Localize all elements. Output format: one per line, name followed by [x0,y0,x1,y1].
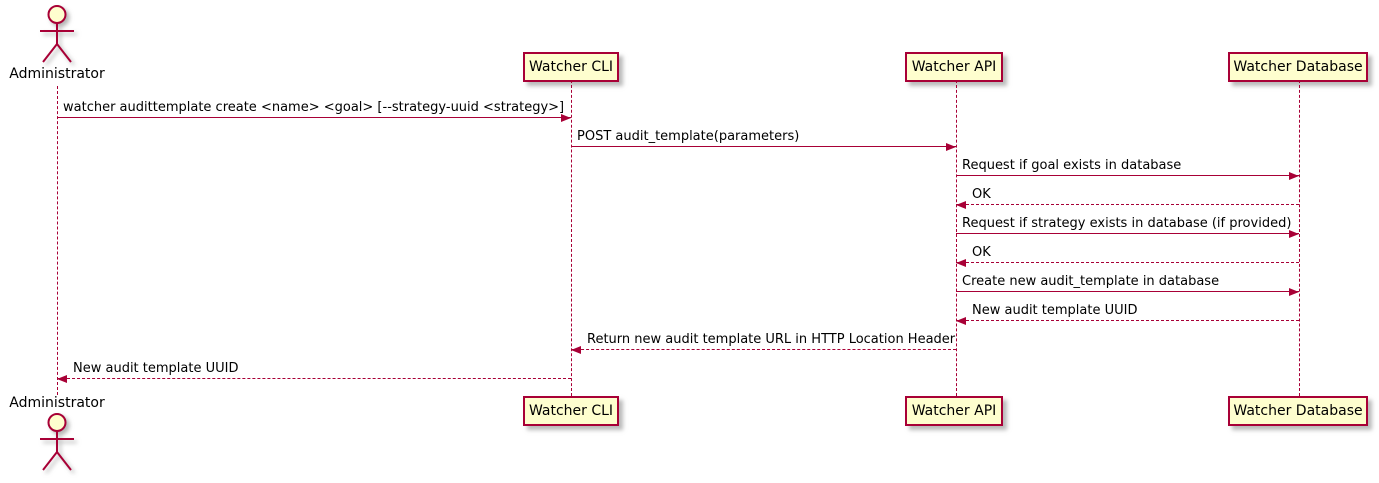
message-post-audit-template: POST audit_template(parameters) [571,127,956,151]
arrowhead-icon [956,317,966,325]
message-label: New audit template UUID [73,361,239,376]
message-line [956,291,1299,292]
message-create-audit-template-db: Create new audit_template in database [956,272,1299,296]
lifeline-administrator [57,86,58,395]
actor-icon-bottom [40,413,74,471]
message-label: OK [972,245,991,260]
arrowhead-icon [571,346,581,354]
message-create-audittemplate: watcher audittemplate create <name> <goa… [57,98,571,122]
message-line [571,349,956,350]
lifeline-watcher-cli [571,80,572,396]
arrowhead-icon [956,201,966,209]
message-label: watcher audittemplate create <name> <goa… [63,100,565,115]
lifeline-watcher-database [1299,80,1300,396]
actor-label-administrator: Administrator [9,66,105,82]
message-label: Request if strategy exists in database (… [962,216,1292,231]
arrowhead-icon [561,114,571,122]
message-label: New audit template UUID [972,303,1138,318]
message-line [956,262,1299,263]
participant-watcher-cli-bottom: Watcher CLI [523,396,619,426]
actor-label-administrator-bottom: Administrator [9,395,105,411]
message-new-audit-template-uuid-db: New audit template UUID [956,301,1299,325]
message-ok-strategy: OK [956,243,1299,267]
participant-watcher-database-bottom: Watcher Database [1228,396,1368,426]
message-label: Return new audit template URL in HTTP Lo… [587,332,956,347]
message-line [571,146,956,147]
message-line [956,204,1299,205]
participant-watcher-database: Watcher Database [1228,52,1368,82]
arrowhead-icon [956,259,966,267]
message-return-audit-template-url: Return new audit template URL in HTTP Lo… [571,330,956,354]
message-line [57,378,571,379]
arrowhead-icon [946,143,956,151]
participant-watcher-cli: Watcher CLI [523,52,619,82]
lifeline-watcher-api [956,80,957,396]
message-label: Request if goal exists in database [962,158,1182,173]
message-request-strategy-exists: Request if strategy exists in database (… [956,214,1299,238]
arrowhead-icon [57,375,67,383]
message-ok-goal: OK [956,185,1299,209]
message-label: Create new audit_template in database [962,274,1220,289]
arrowhead-icon [1289,230,1299,238]
message-line [956,175,1299,176]
message-line [57,117,571,118]
message-new-audit-template-uuid-cli: New audit template UUID [57,359,571,383]
message-request-goal-exists: Request if goal exists in database [956,156,1299,180]
arrowhead-icon [1289,288,1299,296]
message-label: POST audit_template(parameters) [577,129,800,144]
participant-watcher-api: Watcher API [905,52,1003,82]
message-line [956,320,1299,321]
actor-icon [40,5,74,63]
message-line [956,233,1299,234]
message-label: OK [972,187,991,202]
arrowhead-icon [1289,172,1299,180]
participant-watcher-api-bottom: Watcher API [905,396,1003,426]
